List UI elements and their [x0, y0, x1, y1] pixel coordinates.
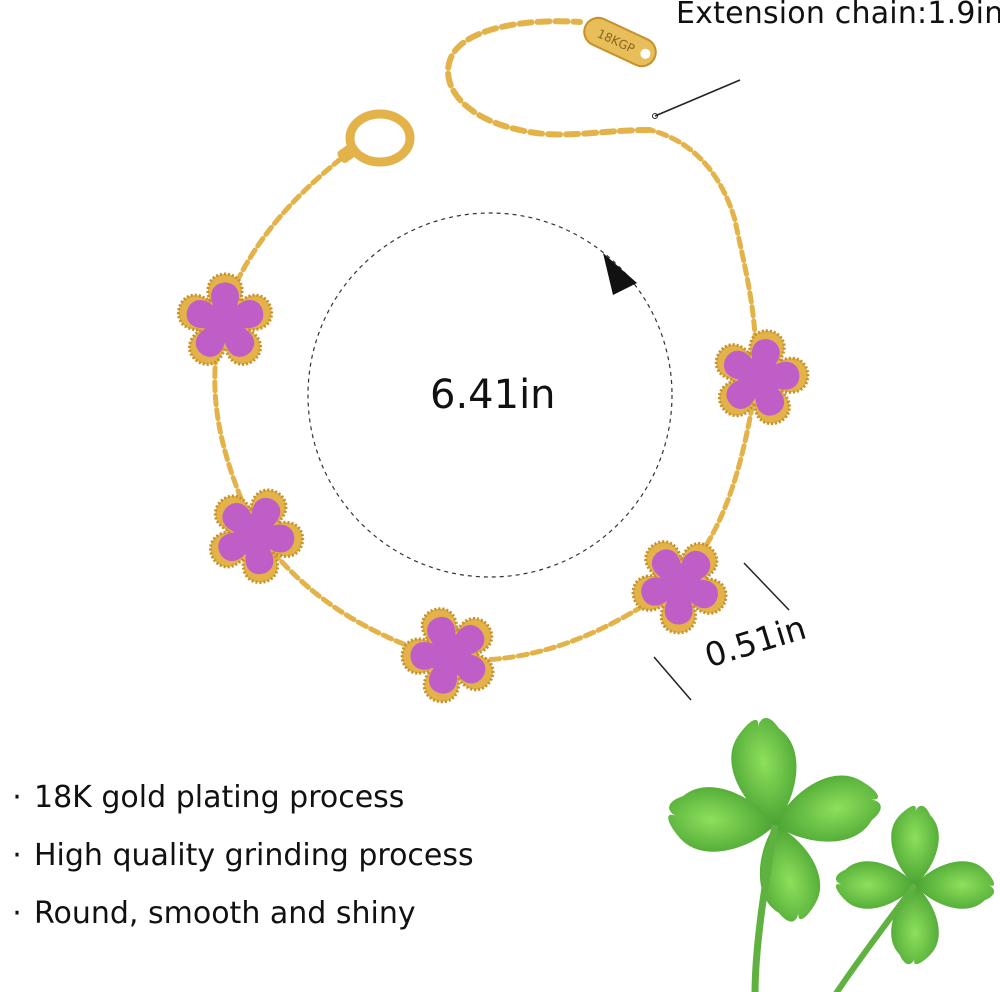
flower-charm: [714, 329, 810, 426]
extension-pointer-line: [654, 79, 741, 117]
feature-item: · Round, smooth and shiny: [8, 896, 416, 931]
clover-large: [665, 714, 887, 992]
extension-tag: 18KGP: [583, 16, 657, 68]
feature-item: · High quality grinding process: [8, 838, 474, 873]
feature-text: High quality grinding process: [34, 838, 474, 873]
bullet-icon: ·: [12, 896, 22, 931]
feature-text: Round, smooth and shiny: [34, 896, 416, 931]
feature-text: 18K gold plating process: [34, 780, 405, 815]
circle-arrow-icon: [603, 253, 637, 295]
flower-charm: [631, 540, 728, 635]
lobster-clasp: [337, 109, 415, 167]
extension-chain-label: Extension chain:1.9in: [676, 0, 1000, 31]
flower-charm: [400, 607, 495, 704]
circumference-circle: [307, 212, 673, 578]
circumference-label: 6.41in: [430, 372, 556, 418]
flower-charm: [209, 488, 305, 584]
feature-item: · 18K gold plating process: [8, 780, 404, 815]
flower-charm: [176, 272, 274, 366]
width-dimension-line: [743, 562, 790, 611]
clover-decoration: [665, 714, 995, 992]
bullet-icon: ·: [12, 838, 22, 873]
clover-small: [833, 805, 995, 992]
bullet-icon: ·: [12, 780, 22, 815]
extension-chain: [445, 18, 653, 138]
